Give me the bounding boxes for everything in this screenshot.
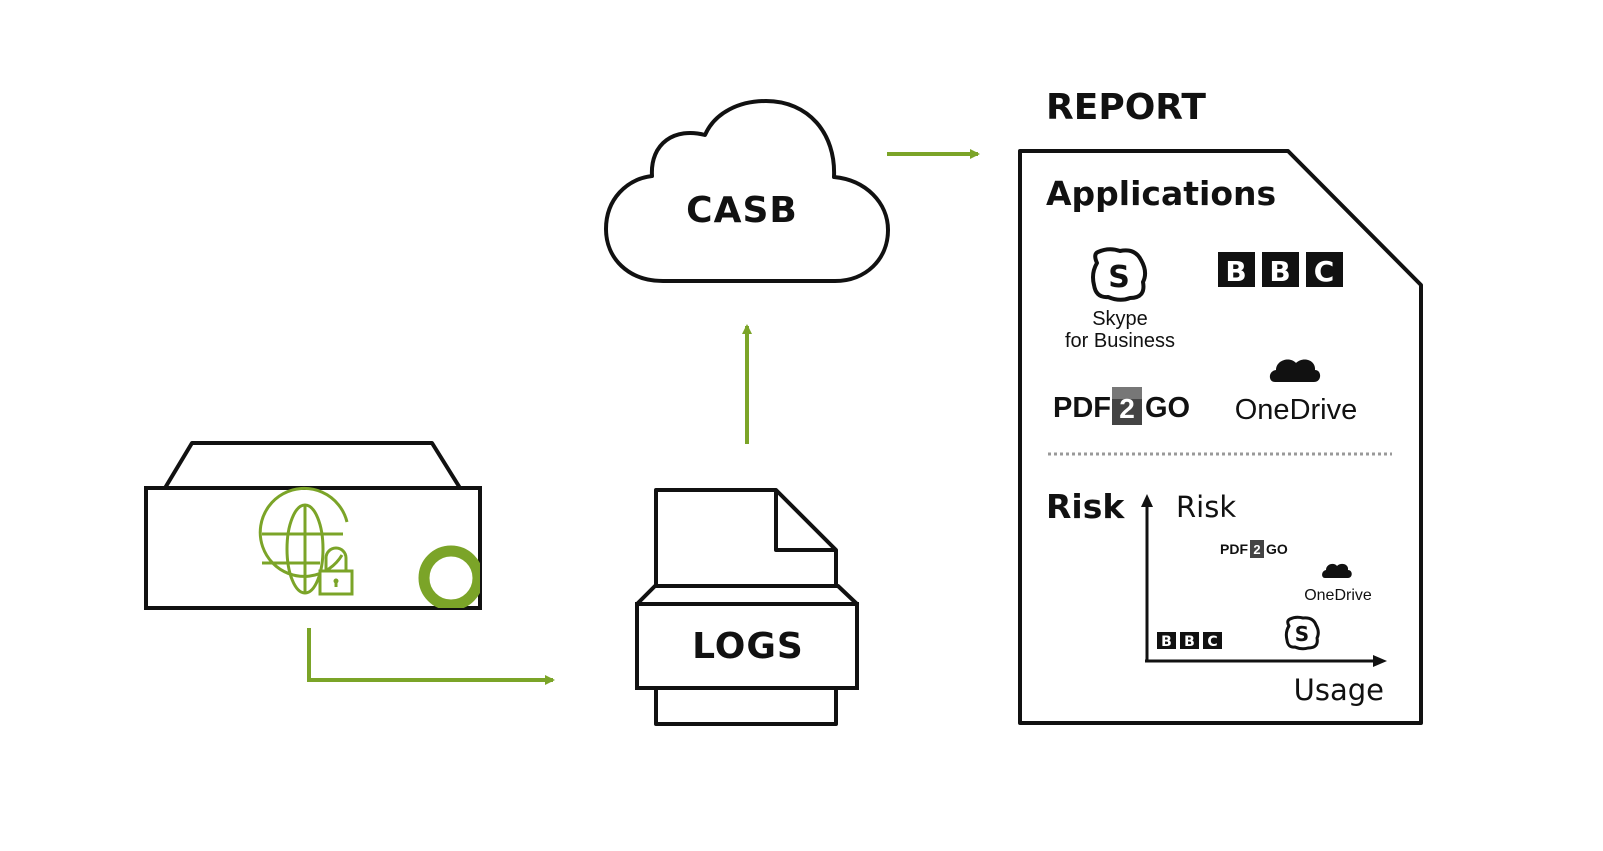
svg-text:S: S: [1108, 260, 1130, 295]
plot-point-skype: S: [1284, 615, 1320, 651]
log-document-icon: [635, 488, 859, 726]
arrow-server-to-logs: [307, 628, 555, 685]
casb-label: CASB: [686, 190, 798, 231]
risk-usage-plot: Risk Usage PDF 2 GO OneDrive B B C S: [1141, 490, 1387, 707]
svg-text:C: C: [1207, 634, 1217, 650]
svg-text:GO: GO: [1266, 541, 1288, 557]
svg-text:S: S: [1295, 622, 1309, 646]
svg-text:B: B: [1184, 634, 1195, 650]
skype-label-line2: for Business: [1065, 330, 1175, 352]
skype-icon: S: [1091, 247, 1148, 302]
skype-for-business-logo: S Skype for Business: [1065, 247, 1175, 352]
svg-text:C: C: [1314, 255, 1335, 288]
globe-icon: [258, 486, 349, 595]
bbc-logo: B B C: [1218, 252, 1343, 288]
svg-text:2: 2: [1253, 542, 1260, 557]
pdf2go-logo: PDF 2 GO: [1053, 387, 1190, 425]
risk-heading: Risk: [1046, 487, 1125, 526]
svg-text:OneDrive: OneDrive: [1304, 587, 1372, 604]
report-title: REPORT: [1046, 87, 1206, 128]
onedrive-logo: OneDrive: [1235, 359, 1358, 426]
plot-point-bbc: B B C: [1157, 632, 1222, 650]
svg-text:2: 2: [1119, 393, 1135, 424]
padlock-icon: [318, 546, 354, 596]
y-axis-label: Risk: [1176, 490, 1236, 524]
applications-heading: Applications: [1046, 174, 1276, 213]
svg-text:GO: GO: [1145, 392, 1190, 424]
onedrive-cloud-icon: [1269, 359, 1321, 382]
svg-text:PDF: PDF: [1053, 392, 1111, 424]
svg-text:PDF: PDF: [1220, 541, 1248, 557]
logs-label: LOGS: [692, 626, 804, 667]
plot-point-pdf2go: PDF 2 GO: [1220, 540, 1288, 558]
svg-text:B: B: [1161, 634, 1172, 650]
cloud-icon: [604, 99, 890, 283]
server-appliance-icon: [144, 441, 482, 610]
skype-label-line1: Skype: [1092, 308, 1148, 330]
plot-point-onedrive: OneDrive: [1304, 563, 1372, 604]
svg-text:B: B: [1225, 255, 1246, 288]
svg-text:B: B: [1269, 255, 1290, 288]
x-axis-label: Usage: [1294, 673, 1384, 707]
onedrive-label: OneDrive: [1235, 394, 1358, 426]
